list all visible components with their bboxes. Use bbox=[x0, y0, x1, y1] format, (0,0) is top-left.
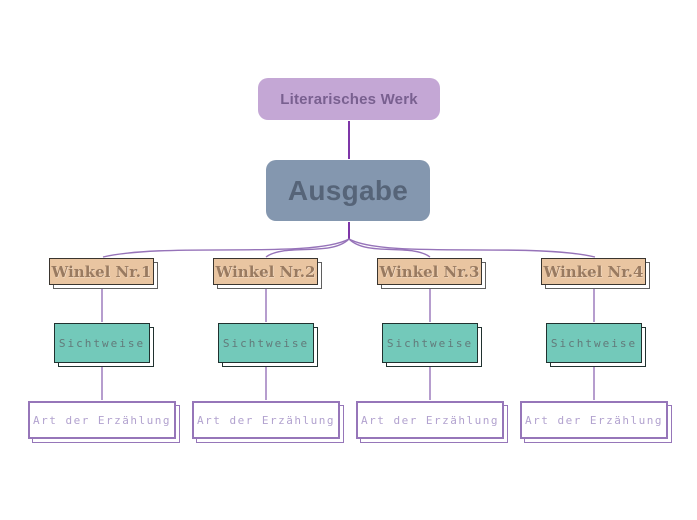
node-sichtweise-2[interactable]: Sichtweise bbox=[218, 323, 314, 363]
node-art-der-erzaehlung-1[interactable]: Art der Erzählung bbox=[28, 401, 176, 439]
node-ausgabe[interactable]: Ausgabe bbox=[266, 160, 430, 221]
node-literarisches-werk[interactable]: Literarisches Werk bbox=[258, 78, 440, 120]
node-sichtweise-1[interactable]: Sichtweise bbox=[54, 323, 150, 363]
node-winkel-2[interactable]: Winkel Nr.2 bbox=[213, 258, 318, 285]
node-sichtweise-4[interactable]: Sichtweise bbox=[546, 323, 642, 363]
connector-branch-4 bbox=[348, 238, 596, 258]
node-winkel-4[interactable]: Winkel Nr.4 bbox=[541, 258, 646, 285]
node-art-der-erzaehlung-2[interactable]: Art der Erzählung bbox=[192, 401, 340, 439]
node-art-der-erzaehlung-3[interactable]: Art der Erzählung bbox=[356, 401, 504, 439]
node-sichtweise-3[interactable]: Sichtweise bbox=[382, 323, 478, 363]
connector-branch-2 bbox=[265, 238, 350, 258]
node-art-der-erzaehlung-4[interactable]: Art der Erzählung bbox=[520, 401, 668, 439]
connector-branch-1 bbox=[102, 238, 350, 258]
connector-branch-3 bbox=[348, 238, 431, 258]
node-winkel-1[interactable]: Winkel Nr.1 bbox=[49, 258, 154, 285]
node-winkel-3[interactable]: Winkel Nr.3 bbox=[377, 258, 482, 285]
